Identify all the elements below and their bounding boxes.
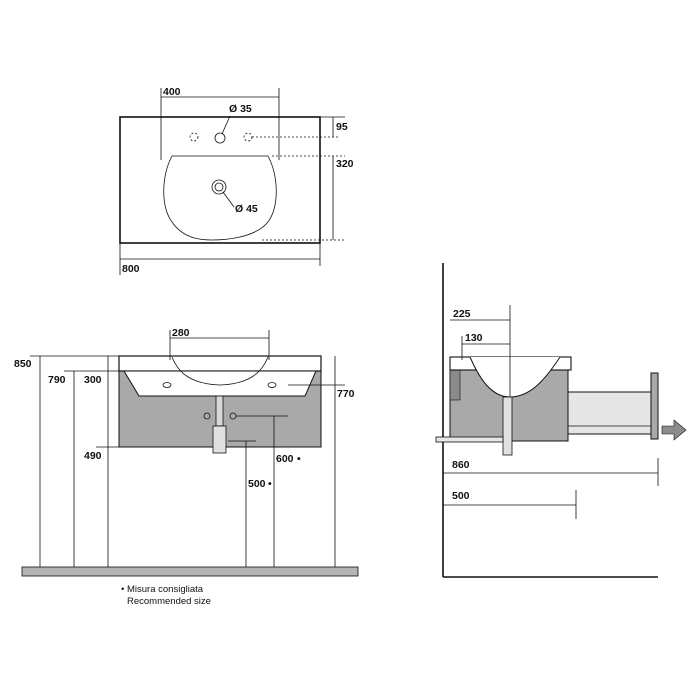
tap-hole-right	[243, 132, 253, 142]
front-hole-right	[267, 382, 277, 388]
dim-400-label: 400	[163, 86, 181, 98]
dim-850-label: 850	[14, 358, 32, 370]
dim-95-label: 95	[336, 121, 348, 133]
drain-diameter-label: Ø 45	[235, 203, 258, 215]
basin-outline-top	[119, 116, 321, 244]
drawer-front	[650, 372, 659, 440]
dim-490-label: 490	[84, 450, 102, 462]
dim-500-mark: •	[268, 478, 272, 490]
tap-diameter-label: Ø 35	[229, 103, 252, 115]
side-outlet	[435, 436, 504, 443]
dim-800-label: 800	[122, 263, 140, 275]
dim-130-label: 130	[465, 332, 483, 344]
side-siphon	[502, 396, 513, 456]
dim-300-label: 300	[84, 374, 102, 386]
dim-790-label: 790	[48, 374, 66, 386]
leader-drain	[222, 191, 235, 208]
dim-225-label: 225	[453, 308, 471, 320]
dim-500-label: 500	[248, 478, 266, 490]
dim-860-label: 860	[452, 459, 470, 471]
basin-top-front	[118, 355, 322, 372]
dim-280-label: 280	[172, 327, 190, 339]
front-view: 850 790 300 490 280 770 600 • 500 • • Mi…	[14, 327, 359, 607]
leader-tap	[221, 115, 231, 135]
siphon-trap	[212, 425, 227, 454]
dim-500-side-label: 500	[452, 490, 470, 502]
dim-600-mark: •	[297, 453, 301, 465]
side-view: 225 130 860 500	[435, 263, 687, 578]
basin-underside	[123, 370, 317, 397]
bowl-hidden-line	[171, 356, 269, 386]
siphon-pipe	[215, 395, 224, 427]
floor	[21, 566, 359, 577]
arrow-right-icon	[661, 419, 687, 441]
drain-hole-outer	[211, 179, 227, 195]
tap-hole-center	[214, 132, 226, 144]
top-view: Ø 35 Ø 45 400 95 320 800	[119, 86, 354, 275]
bowl-outline	[163, 155, 277, 241]
front-hole-left	[162, 382, 172, 388]
dim-600-label: 600	[276, 453, 294, 465]
footnote-english: Recommended size	[127, 596, 211, 607]
dim-770-label: 770	[337, 388, 355, 400]
footnote-bullet: •	[121, 584, 124, 595]
side-cabinet-back	[449, 369, 461, 401]
tap-hole-left	[189, 132, 199, 142]
drain-hole-inner	[214, 182, 224, 192]
outlet-marker-left	[203, 412, 211, 420]
dim-320-label: 320	[336, 158, 354, 170]
drawer-extended	[567, 391, 652, 435]
footnote-italian: Misura consigliata	[127, 584, 204, 595]
